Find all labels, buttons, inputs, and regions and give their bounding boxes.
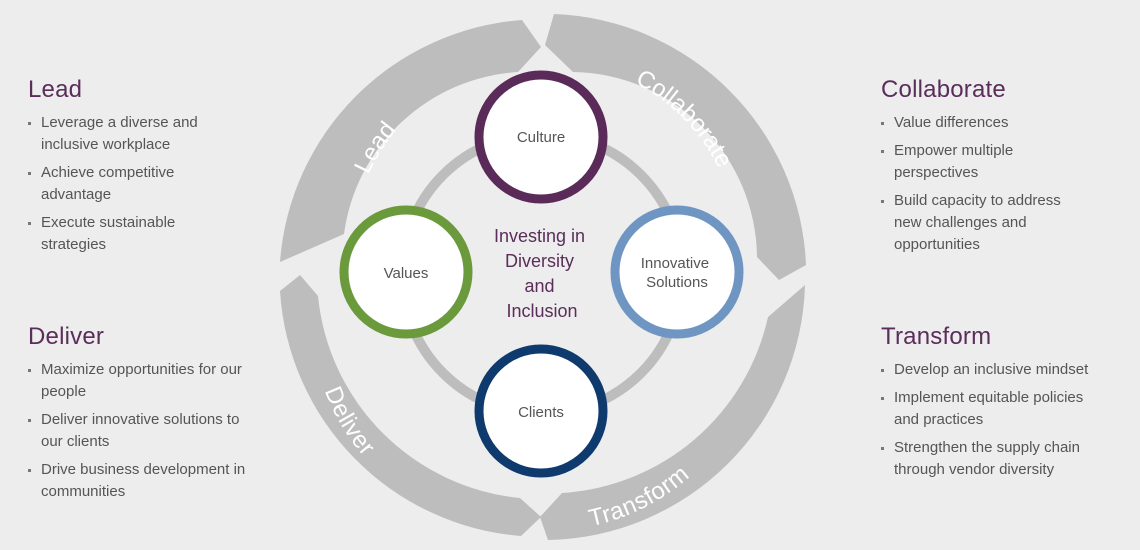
svg-text:Innovative Solutions: Innovative Solutions	[641, 255, 714, 291]
list-item: Leverage a diverse and inclusive workpla…	[28, 112, 228, 156]
node-culture: Culture	[474, 70, 608, 204]
panel-lead: Lead Leverage a diverse and inclusive wo…	[28, 76, 228, 262]
node-values: Values	[339, 205, 473, 339]
bullet-list-collaborate: Value differences Empower multiple persp…	[881, 112, 1081, 256]
bullet-list-lead: Leverage a diverse and inclusive workpla…	[28, 112, 228, 256]
list-item: Drive business development in communitie…	[28, 459, 253, 503]
arc-deliver	[280, 275, 541, 536]
list-item: Deliver innovative solutions to our clie…	[28, 409, 253, 453]
panel-title-deliver: Deliver	[28, 323, 105, 350]
list-item: Maximize opportunities for our people	[28, 359, 253, 403]
panel-transform: Transform Develop an inclusive mindset I…	[881, 323, 1111, 487]
panel-title-lead: Lead	[28, 76, 83, 103]
list-item: Achieve competitive advantage	[28, 162, 228, 206]
arc-collaborate	[545, 14, 806, 280]
list-item: Develop an inclusive mindset	[881, 359, 1111, 381]
panel-deliver: Deliver Maximize opportunities for our p…	[28, 323, 253, 509]
panel-collaborate: Collaborate Value differences Empower mu…	[881, 76, 1081, 262]
bullet-list-deliver: Maximize opportunities for our people De…	[28, 359, 253, 503]
arc-lead	[280, 20, 541, 262]
node-clients: Clients	[474, 344, 608, 478]
svg-text:Culture: Culture	[517, 129, 565, 146]
panel-title-transform: Transform	[881, 323, 992, 350]
svg-text:Values: Values	[384, 265, 429, 282]
node-innovative-solutions: Innovative Solutions	[610, 205, 744, 339]
bullet-list-transform: Develop an inclusive mindset Implement e…	[881, 359, 1111, 481]
center-title: Investing in Diversity and Inclusion	[494, 226, 590, 321]
arc-transform	[540, 285, 805, 540]
list-item: Value differences	[881, 112, 1081, 134]
list-item: Build capacity to address new challenges…	[881, 190, 1081, 256]
list-item: Empower multiple perspectives	[881, 140, 1081, 184]
list-item: Execute sustainable strategies	[28, 212, 228, 256]
list-item: Implement equitable policies and practic…	[881, 387, 1111, 431]
svg-text:Clients: Clients	[518, 404, 564, 421]
panel-title-collaborate: Collaborate	[881, 76, 1006, 103]
list-item: Strengthen the supply chain through vend…	[881, 437, 1111, 481]
